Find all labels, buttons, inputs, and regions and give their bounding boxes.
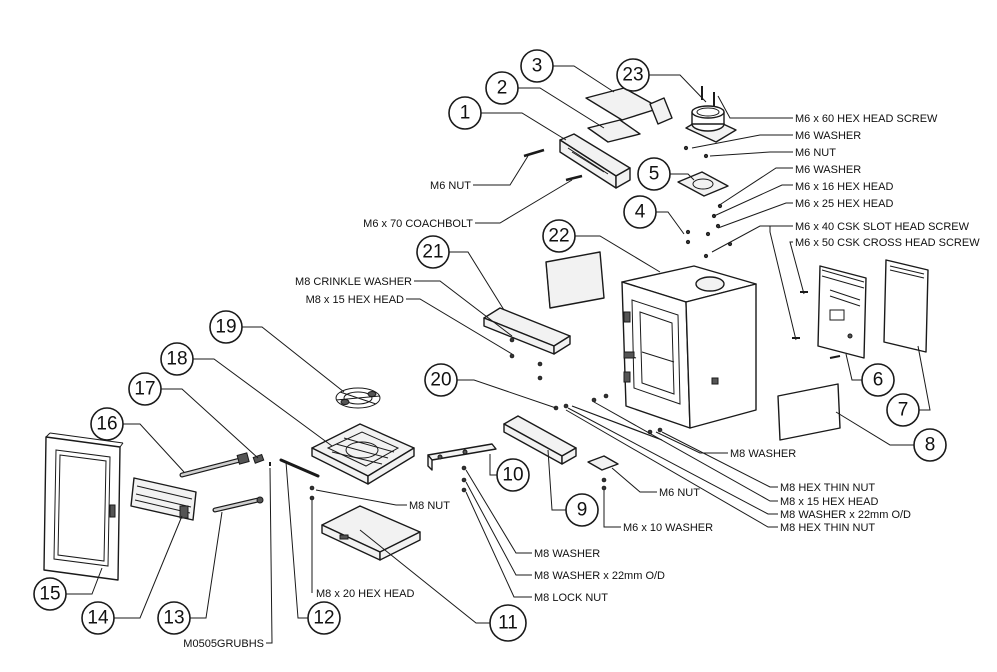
part-3-top-plate [585, 87, 673, 125]
label-m8-washer-22mm-low: M8 WASHER x 22mm O/D [534, 570, 665, 582]
callout-15: 15 [33, 577, 67, 611]
callout-1: 1 [448, 96, 482, 130]
svg-text:22: 22 [548, 226, 569, 247]
callout-13: 13 [157, 601, 191, 635]
label-m6-50-csk-cross-screw: M6 x 50 CSK CROSS HEAD SCREW [795, 237, 980, 249]
svg-text:17: 17 [134, 379, 155, 400]
part-stove-body [621, 265, 757, 429]
part-23-flue-collar [685, 105, 737, 143]
callout-17: 17 [128, 372, 162, 406]
svg-text:5: 5 [649, 164, 660, 185]
svg-text:12: 12 [313, 608, 334, 629]
callout-8: 8 [913, 428, 947, 462]
part-18-grate [311, 423, 415, 485]
leader-lines [66, 65, 931, 644]
svg-text:18: 18 [166, 349, 187, 370]
svg-text:1: 1 [460, 103, 471, 124]
svg-text:8: 8 [925, 435, 936, 456]
callout-21: 21 [416, 235, 450, 269]
part-12-rod [279, 458, 320, 478]
callout-9: 9 [565, 493, 599, 527]
callout-5: 5 [637, 157, 671, 191]
label-m8-washer-22mm: M8 WASHER x 22mm O/D [780, 509, 911, 521]
part-6-control-panel [817, 265, 867, 359]
svg-text:7: 7 [898, 400, 909, 421]
callout-22: 22 [542, 219, 576, 253]
svg-text:9: 9 [577, 500, 588, 521]
part-22-firebrick [545, 251, 605, 309]
part-10-bracket [427, 443, 497, 471]
svg-text:20: 20 [430, 370, 451, 391]
label-m8-nut: M8 NUT [409, 500, 450, 512]
svg-text:23: 23 [622, 65, 643, 86]
label-m6-nut-left: M6 NUT [430, 180, 471, 192]
label-m6-60-hex-head-screw: M6 x 60 HEX HEAD SCREW [795, 113, 938, 125]
label-m8-hex-thin-nut-a: M8 HEX THIN NUT [780, 482, 875, 494]
label-m8-crinkle-washer: M8 CRINKLE WASHER [295, 276, 412, 288]
label-m8-lock-nut: M8 LOCK NUT [534, 592, 608, 604]
label-m6-70-coachbolt: M6 x 70 COACHBOLT [363, 218, 473, 230]
svg-text:4: 4 [635, 202, 646, 223]
callout-20: 20 [424, 363, 458, 397]
callout-10: 10 [496, 458, 530, 492]
callout-7: 7 [886, 393, 920, 427]
svg-text:14: 14 [87, 608, 109, 629]
svg-text:10: 10 [502, 465, 523, 486]
part-8-base-plate [777, 383, 841, 441]
svg-text:19: 19 [215, 317, 236, 338]
label-m8-15-hex-head-right: M8 x 15 HEX HEAD [780, 496, 878, 508]
callout-23: 23 [616, 58, 650, 92]
part-11-ash-pan [321, 505, 421, 561]
callout-12: 12 [307, 601, 341, 635]
part-21-deflector [483, 307, 571, 355]
part-14-riddling-bar [130, 477, 197, 521]
part-5-plate [677, 171, 729, 197]
callout-2: 2 [485, 71, 519, 105]
part-2-baffle [587, 119, 641, 143]
svg-text:21: 21 [422, 242, 443, 263]
part-7-rear-plate [883, 259, 929, 353]
callout-6: 6 [861, 363, 895, 397]
label-m8-washer-right: M8 WASHER [730, 448, 796, 460]
part-19-spring-coil [335, 387, 381, 409]
part-9-bar [503, 415, 577, 465]
label-m8-washer-low: M8 WASHER [534, 548, 600, 560]
part-1-air-wash-bar [559, 133, 631, 189]
part-15-door-frame [43, 432, 124, 581]
label-m8-hex-thin-nut-b: M8 HEX THIN NUT [780, 522, 875, 534]
label-m6-nut-a: M6 NUT [795, 147, 836, 159]
svg-text:11: 11 [498, 613, 518, 634]
label-m8-15-hex-head-left: M8 x 15 HEX HEAD [306, 294, 404, 306]
callout-11: 11 [489, 604, 527, 642]
label-m6-washer-b: M6 WASHER [795, 164, 861, 176]
label-m6-40-csk-slot-screw: M6 x 40 CSK SLOT HEAD SCREW [795, 221, 970, 233]
callout-4: 4 [623, 195, 657, 229]
callout-19: 19 [209, 310, 243, 344]
svg-text:2: 2 [497, 78, 508, 99]
callout-16: 16 [90, 407, 124, 441]
label-m6-washer-a: M6 WASHER [795, 130, 861, 142]
label-m6-25-hex-head: M6 x 25 HEX HEAD [795, 198, 893, 210]
svg-text:16: 16 [96, 414, 117, 435]
label-m6-10-washer: M6 x 10 WASHER [623, 522, 713, 534]
callout-18: 18 [160, 342, 194, 376]
label-m6-16-hex-head: M6 x 16 HEX HEAD [795, 181, 893, 193]
label-m0505grubhs: M0505GRUBHS [183, 638, 264, 650]
part-16-handle [179, 452, 250, 478]
callout-3: 3 [520, 49, 554, 83]
svg-text:15: 15 [39, 584, 60, 605]
part-13-tool [212, 496, 264, 513]
part-washer-plate [587, 455, 619, 471]
svg-text:13: 13 [163, 608, 184, 629]
label-m8-20-hex-head: M8 x 20 HEX HEAD [316, 588, 414, 600]
svg-text:3: 3 [532, 56, 543, 77]
callout-14: 14 [81, 601, 115, 635]
label-m6-nut-mid: M6 NUT [659, 487, 700, 499]
svg-text:6: 6 [873, 370, 884, 391]
fastener-labels: M6 x 60 HEX HEAD SCREW M6 WASHER M6 NUT … [183, 113, 980, 650]
